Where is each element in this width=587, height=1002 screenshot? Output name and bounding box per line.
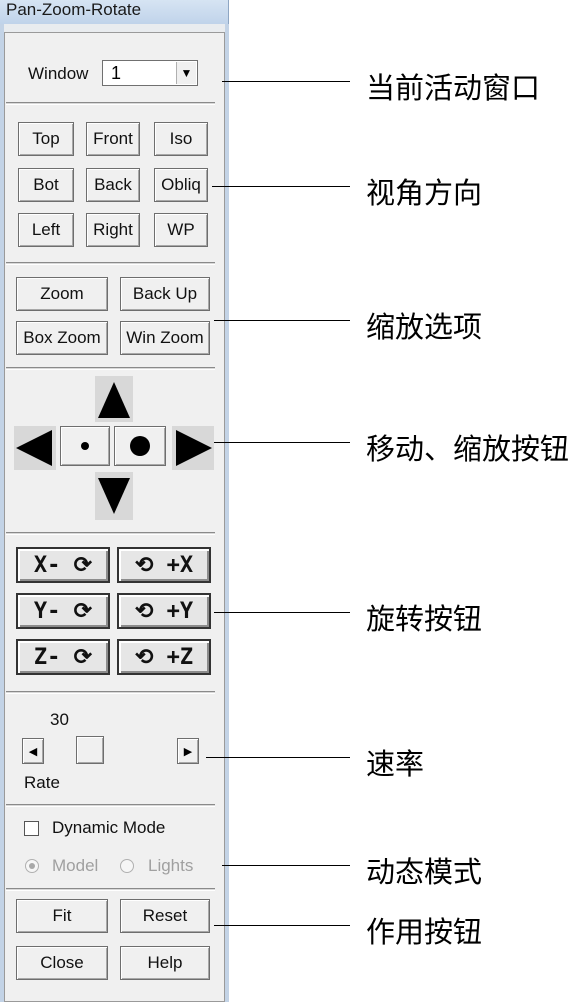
fit-button[interactable]: Fit (16, 899, 108, 933)
large-dot-icon (130, 436, 150, 456)
rate-label: Rate (24, 773, 60, 792)
window-label: Window (28, 64, 89, 83)
separator (6, 691, 215, 694)
separator (6, 102, 215, 105)
leader-line (206, 757, 350, 758)
win-zoom-button[interactable]: Win Zoom (120, 321, 210, 355)
leader-line (212, 186, 350, 187)
window-select-value: 1 (111, 63, 122, 83)
view-obliq-button[interactable]: Obliq (154, 168, 208, 202)
model-radio[interactable] (25, 859, 39, 873)
leader-line (222, 81, 350, 82)
annotation-active-window: 当前活动窗口 (366, 71, 541, 105)
arrow-right-icon (176, 430, 212, 466)
lights-label: Lights (148, 856, 194, 875)
rate-slider-thumb[interactable] (76, 736, 104, 764)
dynamic-mode-checkbox[interactable] (24, 821, 39, 836)
view-back-button[interactable]: Back (86, 168, 140, 202)
arrow-left-icon (16, 430, 52, 466)
pan-down-button[interactable] (95, 472, 133, 520)
title-bar: Pan-Zoom-Rotate (0, 0, 229, 24)
pan-right-button[interactable] (172, 426, 214, 470)
scroll-right-icon: ▶ (183, 745, 193, 758)
rate-increase-button[interactable]: ▶ (177, 738, 199, 764)
rotate-x-minus-button[interactable]: X- ⟳ (16, 547, 110, 583)
zoom-in-button[interactable] (114, 426, 166, 466)
annotation-pan-zoom-buttons: 移动、缩放按钮 (366, 432, 570, 466)
rotate-z-minus-button[interactable]: Z- ⟳ (16, 639, 110, 675)
arrow-down-icon (98, 478, 130, 514)
leader-line (214, 442, 350, 443)
help-button[interactable]: Help (120, 946, 210, 980)
leader-line (214, 612, 350, 613)
view-wp-button[interactable]: WP (154, 213, 208, 247)
window-select[interactable]: 1 ▼ (102, 60, 198, 86)
rotate-z-plus-button[interactable]: ⟲ +Z (117, 639, 211, 675)
window-title: Pan-Zoom-Rotate (6, 0, 142, 19)
view-bot-button[interactable]: Bot (18, 168, 74, 202)
separator (6, 888, 215, 891)
back-up-button[interactable]: Back Up (120, 277, 210, 311)
view-front-button[interactable]: Front (86, 122, 140, 156)
chevron-down-icon[interactable]: ▼ (176, 62, 196, 84)
rotate-x-plus-button[interactable]: ⟲ +X (117, 547, 211, 583)
view-iso-button[interactable]: Iso (154, 122, 208, 156)
zoom-button[interactable]: Zoom (16, 277, 108, 311)
rate-value: 30 (50, 710, 69, 729)
separator (6, 262, 215, 265)
leader-line (214, 925, 350, 926)
separator (6, 804, 215, 807)
pan-left-button[interactable] (14, 426, 56, 470)
pan-zoom-rotate-panel: Window 1 ▼ Top Front Iso Bot Back Obliq … (0, 24, 229, 1002)
pan-up-button[interactable] (95, 376, 133, 422)
lights-radio[interactable] (120, 859, 134, 873)
annotation-zoom-options: 缩放选项 (366, 310, 483, 344)
view-right-button[interactable]: Right (86, 213, 140, 247)
box-zoom-button[interactable]: Box Zoom (16, 321, 108, 355)
annotation-rate: 速率 (366, 747, 425, 781)
zoom-out-button[interactable] (60, 426, 110, 466)
annotation-action-buttons: 作用按钮 (366, 915, 483, 949)
reset-button[interactable]: Reset (120, 899, 210, 933)
separator (6, 367, 215, 370)
close-button[interactable]: Close (16, 946, 108, 980)
small-dot-icon (81, 442, 89, 450)
annotation-view-direction: 视角方向 (366, 176, 483, 210)
rotate-y-minus-button[interactable]: Y- ⟳ (16, 593, 110, 629)
scroll-left-icon: ◀ (28, 745, 38, 758)
annotation-rotate-buttons: 旋转按钮 (366, 602, 483, 636)
leader-line (222, 865, 350, 866)
arrow-up-icon (98, 382, 130, 418)
rate-decrease-button[interactable]: ◀ (22, 738, 44, 764)
view-top-button[interactable]: Top (18, 122, 74, 156)
dynamic-mode-label: Dynamic Mode (52, 818, 166, 837)
leader-line (214, 320, 350, 321)
separator (6, 532, 215, 535)
model-label: Model (52, 856, 99, 875)
rotate-y-plus-button[interactable]: ⟲ +Y (117, 593, 211, 629)
annotation-dynamic-mode: 动态模式 (366, 855, 483, 889)
view-left-button[interactable]: Left (18, 213, 74, 247)
